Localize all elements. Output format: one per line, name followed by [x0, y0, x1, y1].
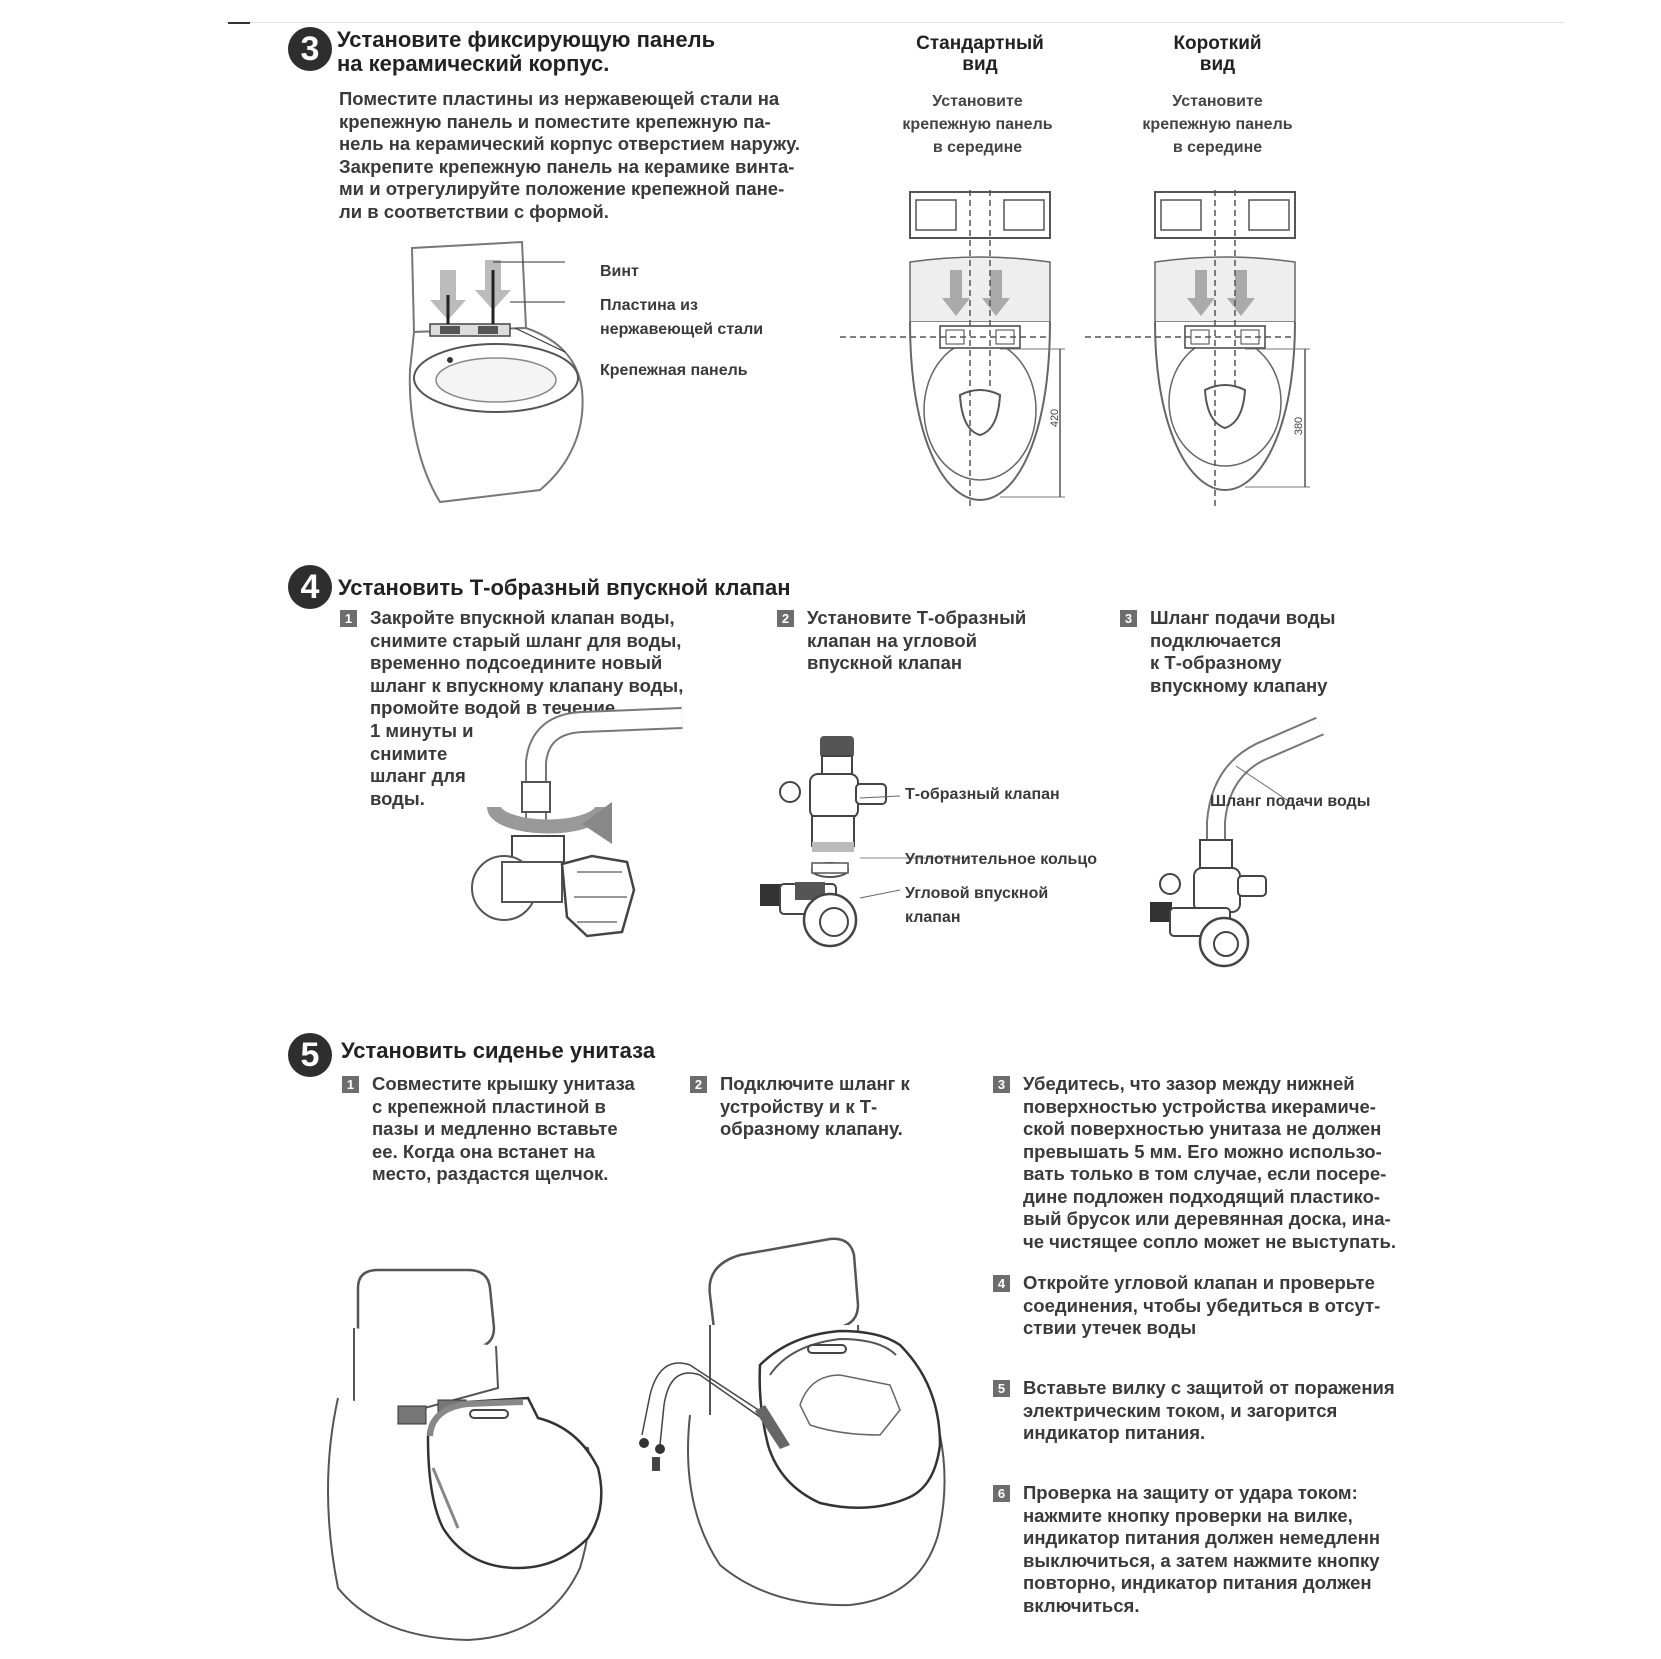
step-5-title: Установить сиденье унитаза: [341, 1039, 655, 1063]
step-5-number: 5: [288, 1033, 332, 1077]
step-4-number: 4: [288, 565, 332, 609]
step-3-text: Поместите пластины из нержавеющей стали …: [339, 88, 800, 223]
steel-plate-label: Пластина из нержавеющей стали: [600, 294, 763, 342]
seat-sliding-illustration: [318, 1268, 618, 1643]
top-mark: [228, 22, 250, 24]
step-4-3-text: Шланг подачи воды подключается к Т-образ…: [1150, 607, 1335, 697]
hose-removal-illustration: [462, 712, 692, 952]
step-5-1-badge: 1: [342, 1076, 359, 1093]
step-5-3: 3 Убедитесь, что зазор между нижней пове…: [993, 1073, 1433, 1263]
short-view-title: Короткий вид: [1130, 33, 1305, 75]
step-4-1-text-tail: 1 минуты и снимите шланг для воды.: [370, 720, 474, 810]
step-5-2: 2 Подключите шланг к устройству и к Т- о…: [690, 1073, 950, 1145]
step-5-6: 6 Проверка на защиту от удара током: наж…: [993, 1482, 1433, 1622]
step-3-title: Установите фиксирующую панель на керамич…: [337, 28, 715, 76]
step-4-1-text: Закройте впускной клапан воды, снимите с…: [370, 607, 683, 720]
toilet-panel-illustration: [400, 240, 610, 520]
standard-view-diagram: [880, 190, 1080, 510]
step-5-4-badge: 4: [993, 1275, 1010, 1292]
step-4-3: 3 Шланг подачи воды подключается к Т-обр…: [1120, 607, 1420, 699]
step-5-4-text: Откройте угловой клапан и проверьте соед…: [1023, 1272, 1380, 1340]
step-5-5-text: Вставьте вилку с защитой от поражения эл…: [1023, 1377, 1395, 1445]
step-4-3-badge: 3: [1120, 610, 1137, 627]
step-5-2-badge: 2: [690, 1076, 707, 1093]
standard-dimension: 420: [1049, 409, 1061, 427]
step-4-title: Установить Т-образный впускной клапан: [338, 576, 791, 600]
step-4-2-text: Установите Т-образный клапан на угловой …: [807, 607, 1026, 675]
mounting-panel-label: Крепежная панель: [600, 359, 748, 383]
water-hose-label: Шланг подачи воды: [1210, 790, 1370, 814]
standard-view-subtitle: Установите крепежную панель в середине: [880, 90, 1075, 159]
t-valve-label: Т-образный клапан: [905, 783, 1060, 807]
step-5-5: 5 Вставьте вилку с защитой от поражения …: [993, 1377, 1433, 1449]
step-4-1-badge: 1: [340, 610, 357, 627]
sealing-ring-label: Уплотнительное кольцо: [905, 848, 1097, 872]
step-5-3-badge: 3: [993, 1076, 1010, 1093]
step-4-2-badge: 2: [777, 610, 794, 627]
short-dimension: 380: [1293, 417, 1305, 435]
top-rule: [225, 22, 1565, 23]
screw-label: Винт: [600, 260, 639, 284]
step-5-3-text: Убедитесь, что зазор между нижней поверх…: [1023, 1073, 1396, 1253]
hose-connection-illustration: [1120, 712, 1340, 972]
seat-installed-illustration: [640, 1235, 960, 1610]
step-5-6-text: Проверка на защиту от удара током: нажми…: [1023, 1482, 1380, 1617]
step-5-4: 4 Откройте угловой клапан и проверьте со…: [993, 1272, 1433, 1344]
step-5-2-text: Подключите шланг к устройству и к Т- обр…: [720, 1073, 910, 1141]
step-3-number: 3: [288, 27, 332, 71]
step-4-2: 2 Установите Т-образный клапан на углово…: [777, 607, 1077, 677]
step-5-6-badge: 6: [993, 1485, 1010, 1502]
step-5-1: 1 Совместите крышку унитаза с крепежной …: [342, 1073, 662, 1193]
standard-view-title: Стандартный вид: [890, 33, 1070, 75]
short-view-diagram: [1125, 190, 1325, 510]
step-5-1-text: Совместите крышку унитаза с крепежной пл…: [372, 1073, 635, 1186]
angle-valve-label: Угловой впускной клапан: [905, 882, 1048, 930]
step-5-5-badge: 5: [993, 1380, 1010, 1397]
short-view-subtitle: Установите крепежную панель в середине: [1120, 90, 1315, 159]
